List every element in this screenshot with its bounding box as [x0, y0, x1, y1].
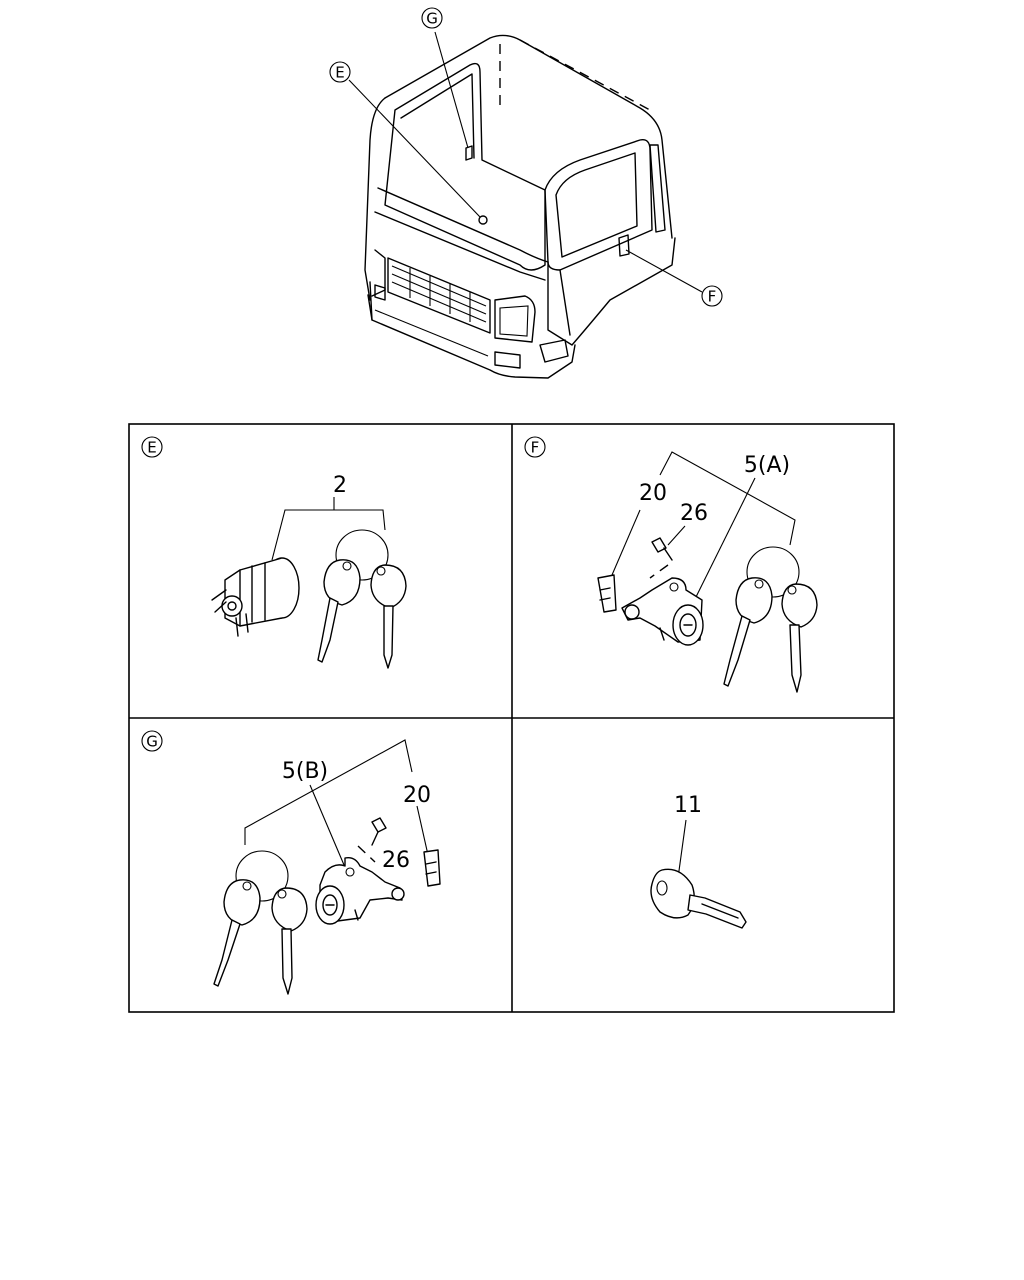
callout-g-cab: G	[421, 7, 443, 29]
callout-f-cab: F	[701, 285, 723, 307]
door-lock-cylinder-5b	[315, 856, 405, 925]
key-pair-g	[213, 850, 308, 995]
callout-g-panel: G	[141, 730, 163, 752]
callout-e-panel: E	[141, 436, 163, 458]
key-pair-e	[317, 529, 407, 669]
svg-text:G: G	[146, 733, 158, 751]
svg-text:G: G	[426, 10, 438, 28]
key-pair-f	[723, 546, 818, 693]
part-label-20-g: 20	[403, 783, 431, 808]
part-label-26-g: 26	[382, 848, 410, 873]
svg-text:E: E	[147, 439, 156, 457]
door-lock-cylinder-5a	[621, 577, 704, 646]
detail-grid	[128, 423, 895, 1013]
screw-26-f	[651, 537, 673, 561]
part-label-26-f: 26	[680, 501, 708, 526]
part-label-20-f: 20	[639, 481, 667, 506]
part-label-11: 11	[674, 793, 702, 818]
svg-text:E: E	[335, 64, 344, 82]
ignition-lock-cylinder	[211, 557, 300, 637]
screw-26-g	[371, 817, 387, 846]
callout-e-cab: E	[329, 61, 351, 83]
blank-key-11	[650, 868, 747, 929]
svg-text:F: F	[708, 288, 717, 306]
svg-text:F: F	[531, 439, 540, 457]
part-label-5a: 5(A)	[744, 453, 790, 478]
panel-blank-key: 11	[650, 793, 747, 929]
panel-g-door-lock-left: G 5(B) 20 26	[141, 730, 441, 995]
panel-f-door-lock-right: F 5(A) 20 26	[524, 436, 818, 693]
part-label-2: 2	[333, 473, 347, 498]
panel-e-ignition-lock: E 2	[141, 436, 407, 669]
callout-f-panel: F	[524, 436, 546, 458]
truck-cab-illustration: E G F	[329, 7, 723, 379]
bracket-20-f	[597, 574, 617, 613]
part-label-5b: 5(B)	[282, 759, 328, 784]
bracket-20-g	[423, 849, 441, 887]
